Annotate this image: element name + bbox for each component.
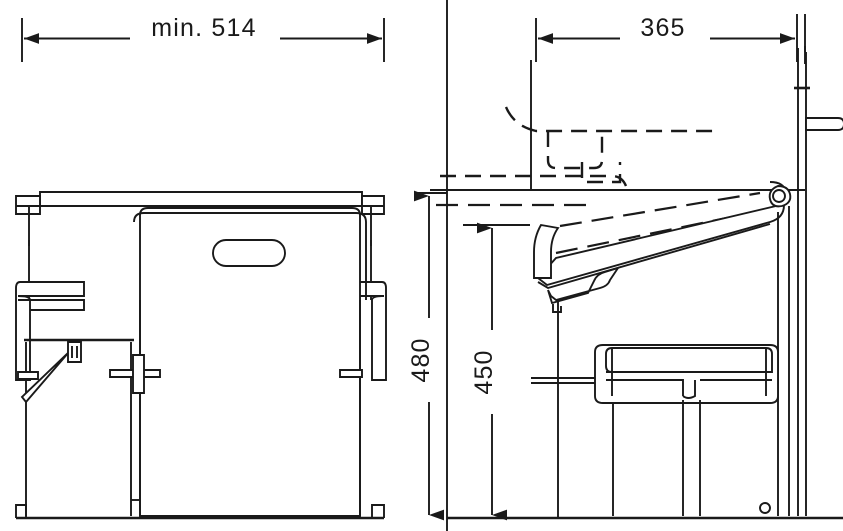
- dimension-label-height-overall: 480: [407, 337, 435, 382]
- support-bracket-left: [15, 281, 85, 381]
- dimension-label-width-front: min. 514: [151, 14, 257, 42]
- bracket-notch: [682, 380, 696, 399]
- dimension-width-front: min. 514: [21, 14, 385, 62]
- dimension-width-side: 365: [535, 14, 798, 62]
- bottom-pivot-circle: [759, 502, 771, 514]
- bracket-top-bar: [605, 347, 773, 373]
- top-runner-rail: [15, 191, 385, 246]
- dimension-height-inner: 450: [463, 222, 530, 521]
- bracket-left-shelf: [18, 299, 85, 311]
- base-foot-right: [371, 504, 385, 518]
- oval-handle-slot: [212, 239, 286, 267]
- dim-text-mask: [414, 318, 444, 402]
- dim-text-mask: [477, 330, 507, 414]
- bracket-right-profile: [351, 281, 387, 381]
- hidden-insert-outline: [546, 131, 604, 170]
- bracket-inner-shelf: [606, 379, 684, 396]
- bin-front-panel: [133, 207, 367, 517]
- tilting-lid-assembly: [533, 181, 792, 313]
- pin-right: [339, 369, 363, 378]
- handle-slot-opening: [212, 239, 286, 267]
- bin-body-outline: [139, 207, 361, 517]
- dimension-label-height-inner: 450: [470, 349, 498, 394]
- support-bracket-right: [351, 281, 387, 381]
- rail-end-cap-right: [361, 195, 385, 215]
- hidden-lid-centerline: [559, 191, 761, 228]
- bracket-left-profile: [15, 281, 85, 381]
- hidden-level-line-upper: [440, 174, 628, 187]
- dim-text-mask: [130, 14, 280, 40]
- base-rail: [15, 499, 385, 520]
- lid-hinge-leaf: [533, 223, 560, 279]
- dimension-label-width-side: 365: [640, 14, 685, 42]
- lid-catch-tab: [552, 304, 562, 313]
- base-foot-left: [15, 504, 27, 518]
- front-elevation-view: [15, 191, 387, 520]
- handle-bracket-assembly: [531, 344, 779, 404]
- dim-text-mask: [620, 14, 710, 40]
- pin-left: [17, 371, 39, 380]
- lid-pivot-pin: [772, 189, 786, 203]
- hidden-insert-lower: [580, 162, 622, 184]
- lid-under-edge: [537, 223, 771, 290]
- lower-left-subassembly: [17, 338, 134, 516]
- lid-front-catch: [547, 266, 621, 305]
- post-handle-pin: [805, 117, 843, 131]
- rail-end-cap-left: [15, 195, 41, 215]
- dimension-height-overall: 480: [407, 190, 447, 521]
- hidden-bowl-curve: [504, 106, 718, 133]
- side-elevation-view: [430, 48, 843, 520]
- strut-mount-block: [67, 341, 82, 363]
- center-hinge-detail: [109, 354, 161, 394]
- rail-bar: [39, 191, 363, 207]
- hinge-vertical-block: [132, 354, 145, 394]
- bin-body-inner-edge: [133, 212, 367, 300]
- right-post-assembly: [794, 48, 843, 516]
